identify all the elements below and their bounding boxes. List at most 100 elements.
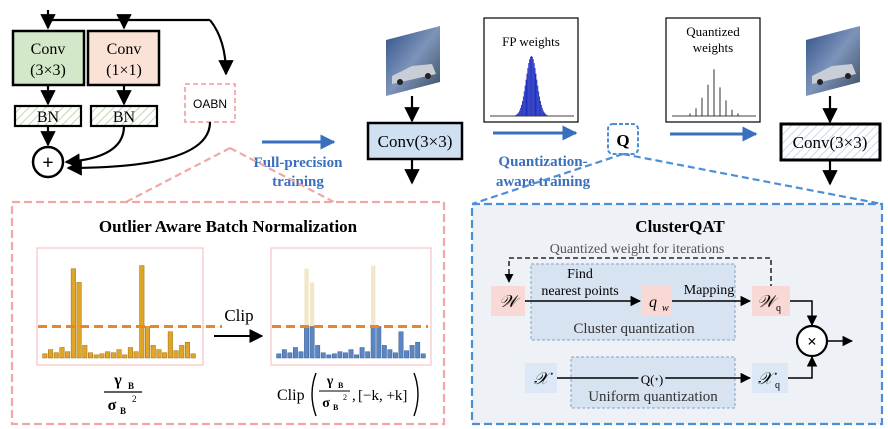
formula-right-num: γ xyxy=(326,374,334,389)
xq-node xyxy=(752,363,788,393)
bn-bar xyxy=(162,352,168,359)
fp-bin xyxy=(529,59,531,116)
fp-weights-histogram xyxy=(514,56,549,116)
fp-bin xyxy=(526,73,528,116)
add-symbol: + xyxy=(42,152,53,174)
clipped-bar xyxy=(281,349,287,359)
bn-bar xyxy=(116,349,122,359)
fp-weights-panel: FP weights xyxy=(483,17,579,123)
clipped-bar xyxy=(387,349,393,359)
fp-bin xyxy=(537,85,539,116)
fp-bin xyxy=(539,96,540,116)
clipped-bar xyxy=(393,352,398,359)
clipped-bar xyxy=(381,345,387,359)
ghost-bar xyxy=(304,268,309,358)
bn-bar xyxy=(127,347,133,359)
cluster-quantization-label: Cluster quantization xyxy=(573,321,695,337)
formula-gamma-over-sigma: γ B σ B 2 xyxy=(104,372,142,416)
fp-bin xyxy=(544,113,546,116)
formula-left-den-sup: 2 xyxy=(132,394,137,404)
fp-bin xyxy=(546,114,548,116)
oabn-label: OABN xyxy=(193,97,227,111)
stage-qat: Quantization- aware training Q xyxy=(493,123,758,190)
qw-node xyxy=(642,286,672,316)
formula-right-range: [−k, +k] xyxy=(358,388,407,404)
clipped-bar xyxy=(315,345,321,359)
conv1x1-line2: (1×1) xyxy=(106,62,142,79)
mapping-label: Mapping xyxy=(684,283,735,298)
w-node xyxy=(491,286,525,316)
fp-bin xyxy=(514,115,516,116)
fp-bin xyxy=(527,67,529,116)
oabn-after-frame xyxy=(270,247,432,366)
find-label-2: nearest points xyxy=(541,284,618,299)
oabn-panel: Outlier Aware Batch Normalization Clip γ… xyxy=(10,147,446,426)
fp-bin xyxy=(540,104,542,116)
bn-bar xyxy=(139,265,145,359)
fp-bin xyxy=(515,114,517,116)
bn-bar xyxy=(48,349,54,359)
fp-bin xyxy=(545,114,547,116)
fp-bin xyxy=(532,59,534,116)
bn-bar xyxy=(110,352,116,359)
bn-bar xyxy=(173,350,179,359)
bn-left-label: BN xyxy=(37,109,60,126)
clipped-bar xyxy=(415,342,421,359)
oabn-panel-title: Outlier Aware Batch Normalization xyxy=(99,217,358,236)
xq-sub: q xyxy=(775,380,780,391)
clipped-bar xyxy=(287,352,293,359)
clipped-bar xyxy=(276,353,282,359)
clipped-bar xyxy=(304,326,309,359)
formula-right-comma: , xyxy=(352,388,356,404)
fp-bin xyxy=(531,56,533,116)
fp-bin xyxy=(518,112,520,116)
bn-bar xyxy=(42,353,48,359)
qw-symbol: q xyxy=(649,294,657,311)
quantizer-node xyxy=(607,123,639,155)
oabn-node xyxy=(184,83,236,123)
fp-bin xyxy=(547,115,549,116)
quantized-weights-panel: Quantized weights xyxy=(665,17,761,123)
clipped-bar xyxy=(293,347,298,359)
fp-bin xyxy=(540,101,541,116)
feedback-label: Quantized weight for iterations xyxy=(550,242,725,257)
qat-label-1: Quantization- xyxy=(498,154,587,170)
qat-label-2: aware training xyxy=(496,174,591,190)
fp-bin xyxy=(534,67,536,116)
formula-left-den-sub: B xyxy=(120,406,126,416)
uniform-quantization-label: Uniform quantization xyxy=(588,389,718,405)
conv3x3-node xyxy=(11,29,86,87)
formula-left-num: γ xyxy=(113,372,122,389)
formula-left-num-sub: B xyxy=(128,381,134,391)
bn-bar xyxy=(179,345,185,359)
wq-sub: q xyxy=(776,303,781,314)
clipped-bar xyxy=(326,354,332,359)
conv-final-label: Conv(3×3) xyxy=(793,133,868,152)
full-precision-label-2: training xyxy=(272,174,324,190)
rep-block: Conv (3×3) Conv (1×1) BN BN OABN + xyxy=(11,10,236,179)
formula-right-den-sub: B xyxy=(333,403,339,412)
formula-right-den: σ xyxy=(322,396,330,411)
clipped-bar xyxy=(409,345,415,359)
fp-bin xyxy=(533,63,535,116)
clipped-bar xyxy=(348,349,354,359)
bn-bar xyxy=(133,351,139,359)
formula-right-den-sup: 2 xyxy=(343,393,347,402)
wq-node xyxy=(752,286,790,316)
bn-bar xyxy=(156,349,162,359)
add-node xyxy=(31,145,65,179)
bn-bar xyxy=(150,345,156,359)
fp-bin xyxy=(535,73,537,116)
fp-bin xyxy=(522,101,523,116)
fp-weights-title: FP weights xyxy=(502,34,560,49)
oabn-before-frame xyxy=(36,247,204,366)
clipped-bar xyxy=(420,353,426,359)
bn-bar xyxy=(87,352,93,359)
clipped-bar xyxy=(359,347,365,359)
x-node xyxy=(525,363,557,393)
bn-bar xyxy=(70,268,76,359)
quantized-weights-title-2: weights xyxy=(693,40,733,55)
find-label-1: Find xyxy=(567,267,593,282)
fp-bin xyxy=(522,96,524,116)
